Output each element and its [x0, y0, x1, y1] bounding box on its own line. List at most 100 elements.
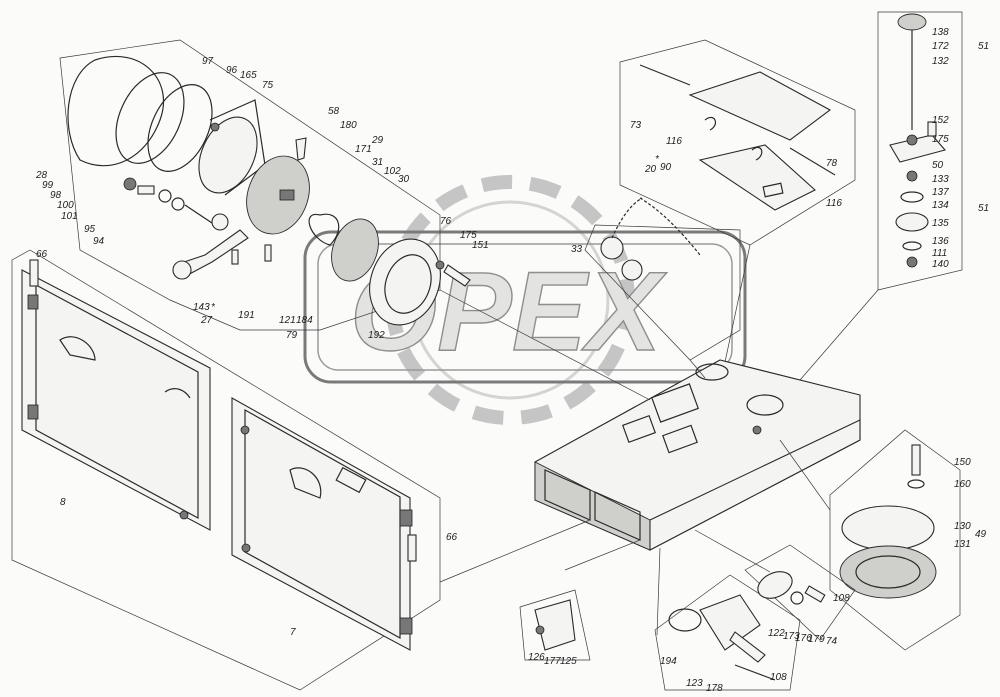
callout-131: 131 [954, 539, 971, 550]
callout-7: 7 [290, 627, 296, 638]
callout-130: 130 [954, 521, 971, 532]
pump-group-outline [654, 574, 801, 691]
spring-116-top [704, 116, 717, 131]
callout-150: 150 [954, 457, 971, 468]
door-8-handle [164, 388, 191, 399]
callout-79: 79 [286, 330, 298, 341]
callout-108-a: 108 [833, 593, 850, 604]
hinge-bottom-8 [27, 404, 39, 420]
bracket-assembly-left [519, 589, 591, 661]
callout-66-a: 66 [36, 249, 48, 260]
callout-8: 8 [60, 497, 66, 508]
lid-plate [688, 71, 832, 141]
body-side-face [649, 419, 861, 551]
bolt-150 [911, 444, 921, 476]
callout-175-a: 175 [460, 230, 477, 241]
callout-90: 90 [660, 162, 672, 173]
pin-121 [264, 244, 272, 262]
callout-star-1: * [211, 302, 216, 313]
gasket-ring [67, 55, 165, 167]
nut-175 [435, 260, 445, 270]
callout-194: 194 [660, 656, 677, 667]
callout-177: 177 [544, 656, 561, 667]
housing-side [209, 99, 266, 196]
callout-173: 173 [783, 631, 800, 642]
group-outline [59, 39, 441, 331]
bolt-108 [734, 664, 776, 681]
callout-152: 152 [932, 115, 949, 126]
callout-123: 123 [686, 678, 703, 689]
gasket-131 [839, 545, 937, 599]
main-body [534, 359, 861, 551]
callout-star-2: * [655, 154, 660, 165]
callout-58: 58 [328, 106, 340, 117]
pump-assembly [654, 574, 801, 691]
hinge-top-8 [27, 294, 39, 310]
body-round-hatch [746, 394, 784, 416]
housing-cup [198, 116, 258, 194]
door-panel-8 [21, 269, 211, 531]
cover-plate-130 [841, 505, 935, 551]
callout-100: 100 [57, 200, 74, 211]
bracket-125 [534, 599, 576, 651]
screw-58 [295, 137, 307, 161]
door-panels [11, 249, 441, 691]
mount-column-assembly [877, 11, 963, 291]
hinge-bottom-7 [399, 617, 413, 635]
callout-176: 176 [795, 633, 812, 644]
callout-172: 172 [932, 41, 949, 52]
bolt-151 [443, 264, 471, 287]
callout-111: 111 [932, 248, 947, 259]
cushion-135 [895, 212, 929, 232]
gasket-group-outline [744, 544, 856, 641]
knob-138 [897, 13, 927, 31]
pin-66-right [407, 534, 417, 562]
spring-95 [184, 204, 216, 226]
callout-20: 20 [644, 164, 657, 175]
bracket-group-outline [519, 589, 591, 661]
pump-shaft [729, 631, 766, 663]
callout-191: 191 [238, 310, 255, 321]
callout-134: 134 [932, 200, 949, 211]
washer-160 [907, 479, 925, 489]
nut-133 [906, 170, 918, 182]
nut-99 [123, 177, 137, 191]
callout-33: 33 [571, 244, 583, 255]
body-opening-2 [662, 424, 698, 454]
callout-132: 132 [932, 56, 949, 67]
connector-lines [439, 244, 879, 636]
callout-171: 171 [355, 144, 372, 155]
callout-180: 180 [340, 120, 357, 131]
bottom-plate-90 [698, 144, 816, 211]
callout-136: 136 [932, 236, 949, 247]
callout-102: 102 [384, 166, 401, 177]
callout-116-b: 116 [826, 198, 842, 209]
plug-33 [600, 236, 624, 260]
callout-116-a: 116 [666, 136, 682, 147]
callout-175-b: 175 [932, 134, 949, 145]
ring-97 [115, 72, 185, 164]
callout-31: 31 [372, 157, 383, 168]
rotor [246, 155, 310, 235]
callout-51-b: 51 [978, 203, 989, 214]
door-8-opening [59, 336, 96, 361]
door-7-plate [335, 466, 367, 494]
callout-140: 140 [932, 259, 949, 270]
door-7-opening [289, 467, 322, 499]
hinge-top-7 [399, 509, 413, 527]
pin-191 [231, 249, 239, 265]
lid-assembly [619, 39, 856, 246]
clamp-194 [668, 608, 702, 632]
spring-clip [308, 213, 340, 246]
callout-133: 133 [932, 174, 949, 185]
door-panel-7 [231, 397, 411, 651]
flange-assembly [829, 429, 961, 651]
callout-125: 125 [560, 656, 577, 667]
callout-165: 165 [240, 70, 257, 81]
flange-group-outline [829, 429, 961, 651]
nut-140 [906, 256, 918, 268]
body-opening-1 [621, 414, 657, 444]
callout-94: 94 [93, 236, 105, 247]
